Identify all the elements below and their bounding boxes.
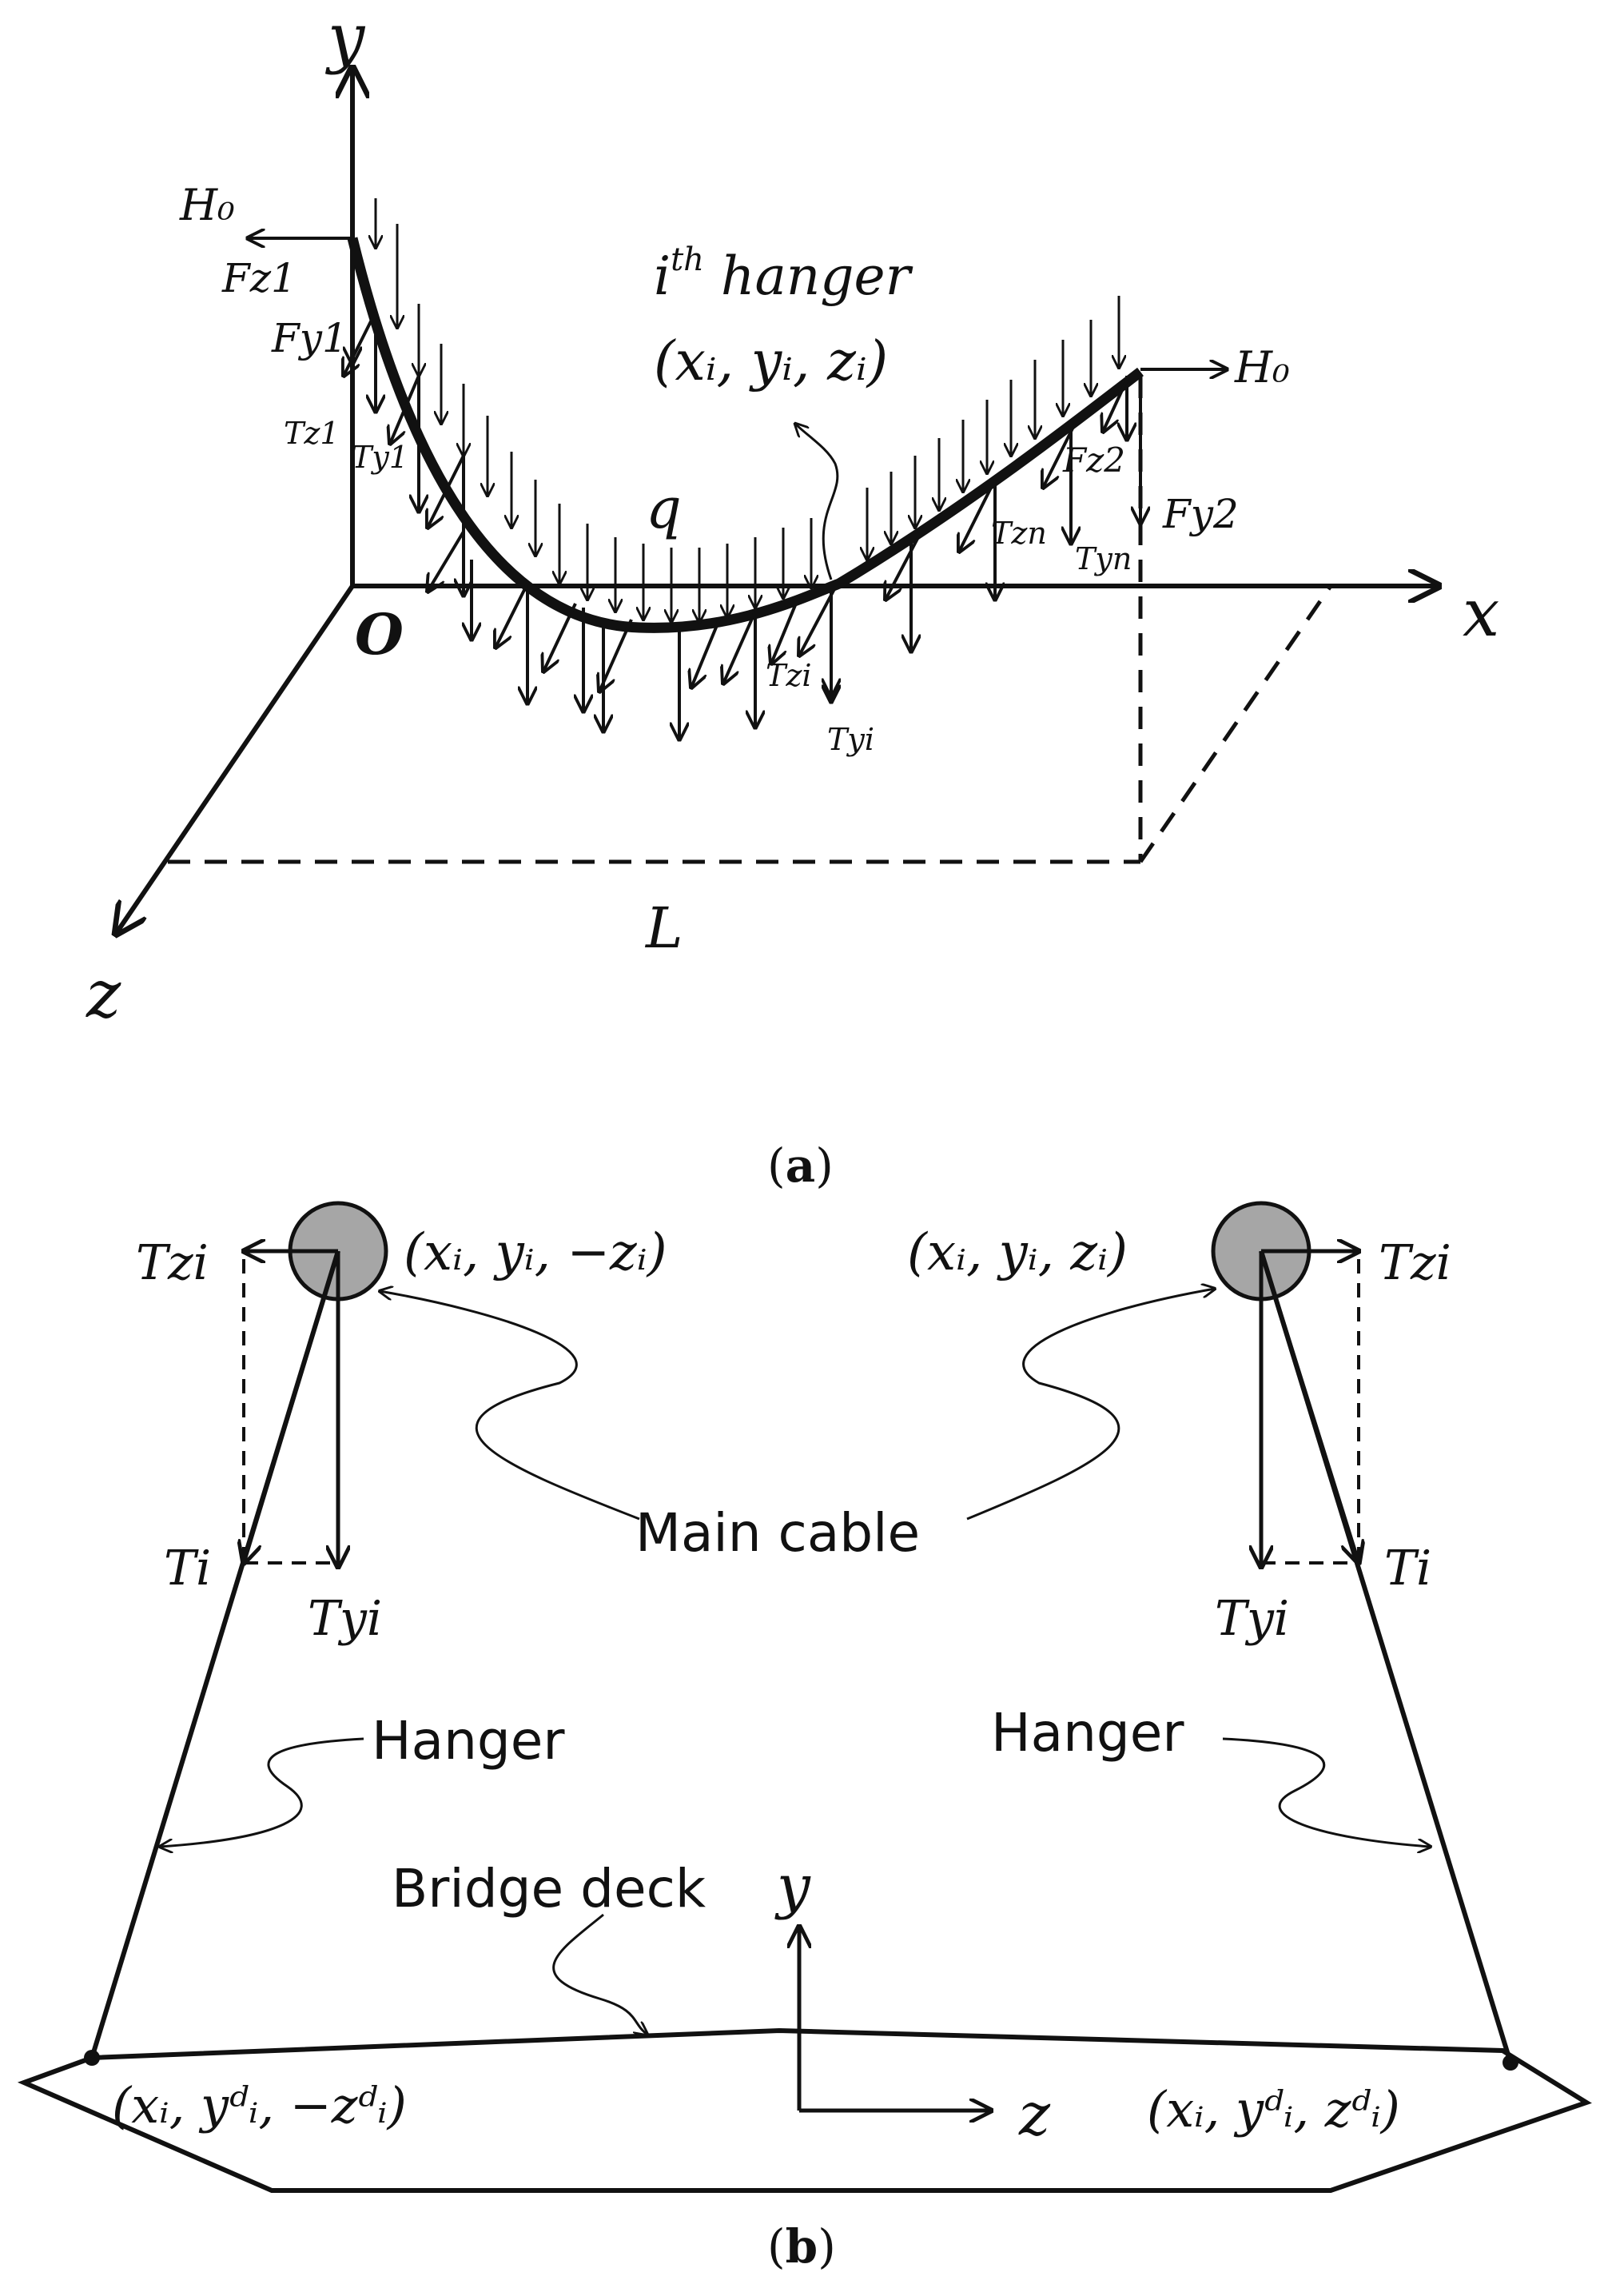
bridge-deck-outline [17, 2027, 1592, 2193]
ty1-label: Ty1 [352, 440, 408, 475]
panel-b: (xᵢ, yᵢ, −zᵢ) (xᵢ, yᵢ, zᵢ) Tzi Tzi Ti Ti… [17, 1201, 1592, 2274]
panel-a: y x z O L q ith hanger (xᵢ, yᵢ, zᵢ) H₀ H… [86, 0, 1499, 1193]
main-cable-pointer-right [966, 1289, 1215, 1521]
ti-right-label: Ti [1384, 1541, 1431, 1596]
coord-left-top: (xᵢ, yᵢ, −zᵢ) [404, 1223, 667, 1282]
h0-left-label: H₀ [179, 180, 235, 230]
dashed-diagonal-line [1138, 584, 1333, 863]
deck-z-label: z [1018, 2080, 1051, 2149]
y-axis-label: y [324, 0, 366, 76]
hanger-coords: (xᵢ, yᵢ, zᵢ) [654, 330, 888, 393]
z-axis-label: z [86, 957, 121, 1033]
load-label: q [646, 476, 682, 541]
bridge-deck-pointer [552, 1913, 647, 2035]
h0-right-label: H₀ [1234, 342, 1290, 393]
origin-label: O [355, 601, 404, 668]
ti-left-label: Ti [164, 1541, 211, 1596]
main-cable-pointer-left [380, 1291, 640, 1521]
hanger-pointer [795, 424, 839, 580]
span-label: L [644, 895, 683, 961]
ti-left-arrow [244, 1250, 340, 1563]
tz1-label: Tz1 [284, 416, 340, 451]
tzi-right-label: Tzi [1379, 1235, 1451, 1291]
tyi-right-label: Tyi [1215, 1591, 1289, 1647]
x-axis-label: x [1463, 576, 1499, 652]
tyn-label: Tyn [1075, 541, 1132, 576]
caption-b: (b) [767, 2219, 836, 2274]
main-cable-label: Main cable [635, 1502, 920, 1564]
hanger-right-label: Hanger [991, 1702, 1184, 1764]
fy2-label: Fy2 [1162, 491, 1239, 537]
hanger-left-label: Hanger [372, 1710, 565, 1772]
caption-a: (a) [767, 1138, 834, 1193]
hanger-force-arrows [344, 240, 1127, 739]
hanger-title: ith hanger [654, 241, 913, 307]
coord-left-bottom: (xᵢ, yᵈᵢ, −zᵈᵢ) [112, 2076, 407, 2135]
bridge-deck-label: Bridge deck [392, 1858, 706, 1919]
distributed-load-arrows [376, 198, 1119, 622]
hanger-pointer-right [1222, 1737, 1431, 1847]
deck-y-label: y [774, 1852, 811, 1921]
ti-right-arrow [1259, 1250, 1359, 1563]
tzi-left-label: Tzi [136, 1235, 209, 1291]
tzn-label: Tzn [991, 516, 1047, 551]
fy1-label: Fy1 [271, 315, 348, 361]
fz2-label: Fz2 [1062, 440, 1125, 480]
coord-right-top: (xᵢ, yᵢ, zᵢ) [907, 1223, 1128, 1282]
coord-right-bottom: (xᵢ, yᵈᵢ, zᵈᵢ) [1147, 2080, 1400, 2139]
tyi-left-label: Tyi [308, 1591, 382, 1647]
tyi-label: Tyi [827, 722, 874, 757]
z-axis-line [116, 584, 355, 934]
hanger-pointer-left [160, 1737, 364, 1847]
tzi-label: Tzi [766, 658, 812, 693]
fz1-label: Fz1 [221, 255, 297, 301]
